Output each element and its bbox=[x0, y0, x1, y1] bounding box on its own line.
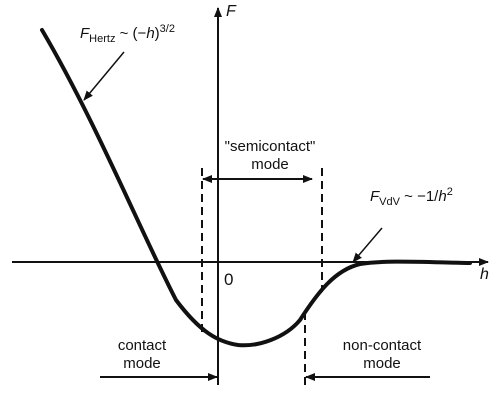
hertz-formula: FHertz ~ (−h)3/2 bbox=[80, 23, 175, 45]
semicontact-label-line2: mode bbox=[251, 156, 289, 173]
contact-label-line2: mode bbox=[123, 355, 161, 372]
y-axis-label: F bbox=[226, 3, 237, 20]
semicontact-label-line1: "semicontact" bbox=[225, 138, 316, 155]
vdw-formula: FVdV ~ −1/h2 bbox=[370, 186, 453, 208]
vdw-pointer-arrow bbox=[352, 227, 383, 263]
noncontact-label-line1: non-contact bbox=[343, 337, 422, 354]
hertz-pointer-arrow bbox=[83, 51, 125, 101]
noncontact-label-line2: mode bbox=[363, 355, 401, 372]
origin-label: 0 bbox=[224, 270, 233, 289]
x-axis-label: h bbox=[480, 266, 489, 283]
contact-label-line1: contact bbox=[118, 337, 167, 354]
force-curve bbox=[40, 28, 472, 348]
